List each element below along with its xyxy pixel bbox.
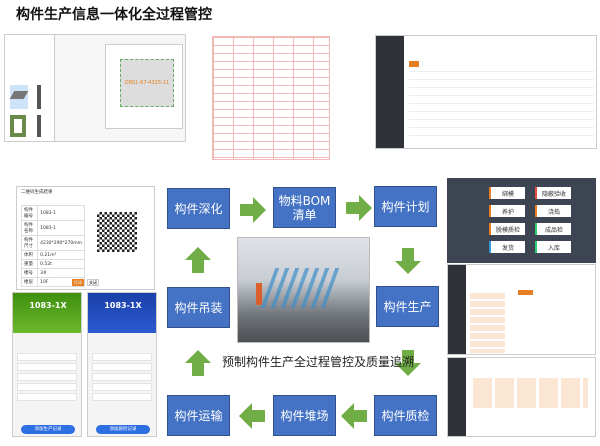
cad-detailing-screenshot: DBS1-67-4325-11 <box>4 34 186 142</box>
sidebar <box>448 265 466 354</box>
mobile-production-screen: 1083-1X 添加生产记录 <box>12 292 82 437</box>
field-label: 构件名称 <box>20 220 39 236</box>
info-row <box>17 373 77 381</box>
bom-table-screenshot <box>212 36 330 160</box>
factory-3d-image <box>237 237 370 343</box>
qr-code-icon <box>97 212 137 252</box>
step-yard: 构件堆场 <box>273 395 336 436</box>
workflow-step: 入库 <box>535 241 571 253</box>
add-record-button[interactable]: 添加质检记录 <box>96 425 150 434</box>
field-value: 1083-1 <box>37 205 85 221</box>
field-label: 重量 <box>20 259 39 269</box>
tree-panel <box>5 35 55 141</box>
field-value: 3# <box>37 268 85 278</box>
workflow-diagram: 绑模 隐蔽验收 养护 浇捣 脱模质检 成品检 发货 入库 <box>447 178 596 263</box>
info-row <box>92 353 152 361</box>
step-production: 构件生产 <box>376 286 439 327</box>
field-value: 0.21m³ <box>37 250 85 260</box>
process-config-screenshot <box>447 264 596 355</box>
workflow-step: 绑模 <box>489 187 525 199</box>
close-button[interactable]: 关闭 <box>87 279 99 286</box>
header-title: 1083-1X <box>104 301 142 310</box>
workflow-step: 发货 <box>489 241 525 253</box>
info-row <box>17 353 77 361</box>
step-hoisting: 构件吊装 <box>167 287 230 328</box>
step-detailing: 构件深化 <box>167 188 230 229</box>
process-node <box>518 290 533 295</box>
sidebar <box>376 36 404 148</box>
component-thumbnail <box>37 85 41 109</box>
add-button[interactable] <box>409 61 419 67</box>
field-value: 1083-1 <box>37 220 85 236</box>
caption: 预制构件生产全过程管控及质量追溯 <box>222 355 415 369</box>
arrow-down-icon <box>395 350 421 376</box>
arrow-right-icon <box>346 195 372 221</box>
quality-items-screenshot <box>447 357 596 437</box>
phone-header: 1083-1X <box>88 293 156 333</box>
workflow-step: 成品检 <box>535 223 571 235</box>
arrow-up-icon <box>185 247 211 273</box>
mobile-inspection-screen: 1083-1X 添加质检记录 <box>87 292 157 437</box>
info-row <box>17 393 77 401</box>
component-label: DBS1-67-4325-11 <box>120 59 174 107</box>
phone-header: 1083-1X <box>13 293 81 333</box>
print-button[interactable]: 打印 <box>72 279 84 286</box>
drawing-canvas[interactable]: DBS1-67-4325-11 <box>105 44 183 129</box>
check-items <box>473 378 588 408</box>
arrow-left-icon <box>239 403 265 429</box>
field-value: 4230*290*270mm <box>37 235 85 251</box>
info-row <box>92 373 152 381</box>
data-table <box>409 71 594 143</box>
header-title: 1083-1X <box>29 301 67 310</box>
step-inspection: 构件质检 <box>374 395 437 436</box>
field-label: 楼号 <box>20 268 39 278</box>
info-row <box>92 363 152 371</box>
field-value: 0.52t <box>37 259 85 269</box>
field-label: 构件编号 <box>20 205 39 221</box>
production-line <box>260 268 346 308</box>
step-transport: 构件运输 <box>167 395 230 436</box>
info-row <box>17 363 77 371</box>
arrow-down-icon <box>395 248 421 274</box>
bom-table-grid <box>213 37 329 159</box>
field-label: 体积 <box>20 250 39 260</box>
dialog-title: 二维码生成结果 <box>21 190 53 195</box>
workflow-step: 隐蔽验收 <box>535 187 571 199</box>
field-label: 构件尺寸 <box>20 235 39 251</box>
page-title: 构件生产信息一体化全过程管控 <box>16 7 212 23</box>
arrow-right-icon <box>240 197 266 223</box>
component-thumbnail <box>10 115 26 137</box>
machine <box>256 283 262 305</box>
workflow-step: 脱模质检 <box>489 223 525 235</box>
sidebar <box>448 358 466 436</box>
plan-table-screenshot <box>375 35 597 149</box>
info-row <box>92 383 152 391</box>
add-record-button[interactable]: 添加生产记录 <box>21 425 75 434</box>
arrow-up-icon <box>185 350 211 376</box>
workflow-step: 浇捣 <box>535 205 571 217</box>
arrow-left-icon <box>341 403 367 429</box>
info-row <box>92 393 152 401</box>
step-plan: 构件计划 <box>374 186 437 227</box>
component-thumbnail <box>9 85 29 109</box>
process-list <box>470 293 505 353</box>
field-value: 10F <box>37 277 85 287</box>
info-row <box>17 383 77 391</box>
field-label: 楼层 <box>20 277 39 287</box>
workflow-step: 养护 <box>489 205 525 217</box>
component-thumbnail <box>37 115 41 137</box>
step-bom: 物料BOM清单 <box>273 187 336 228</box>
